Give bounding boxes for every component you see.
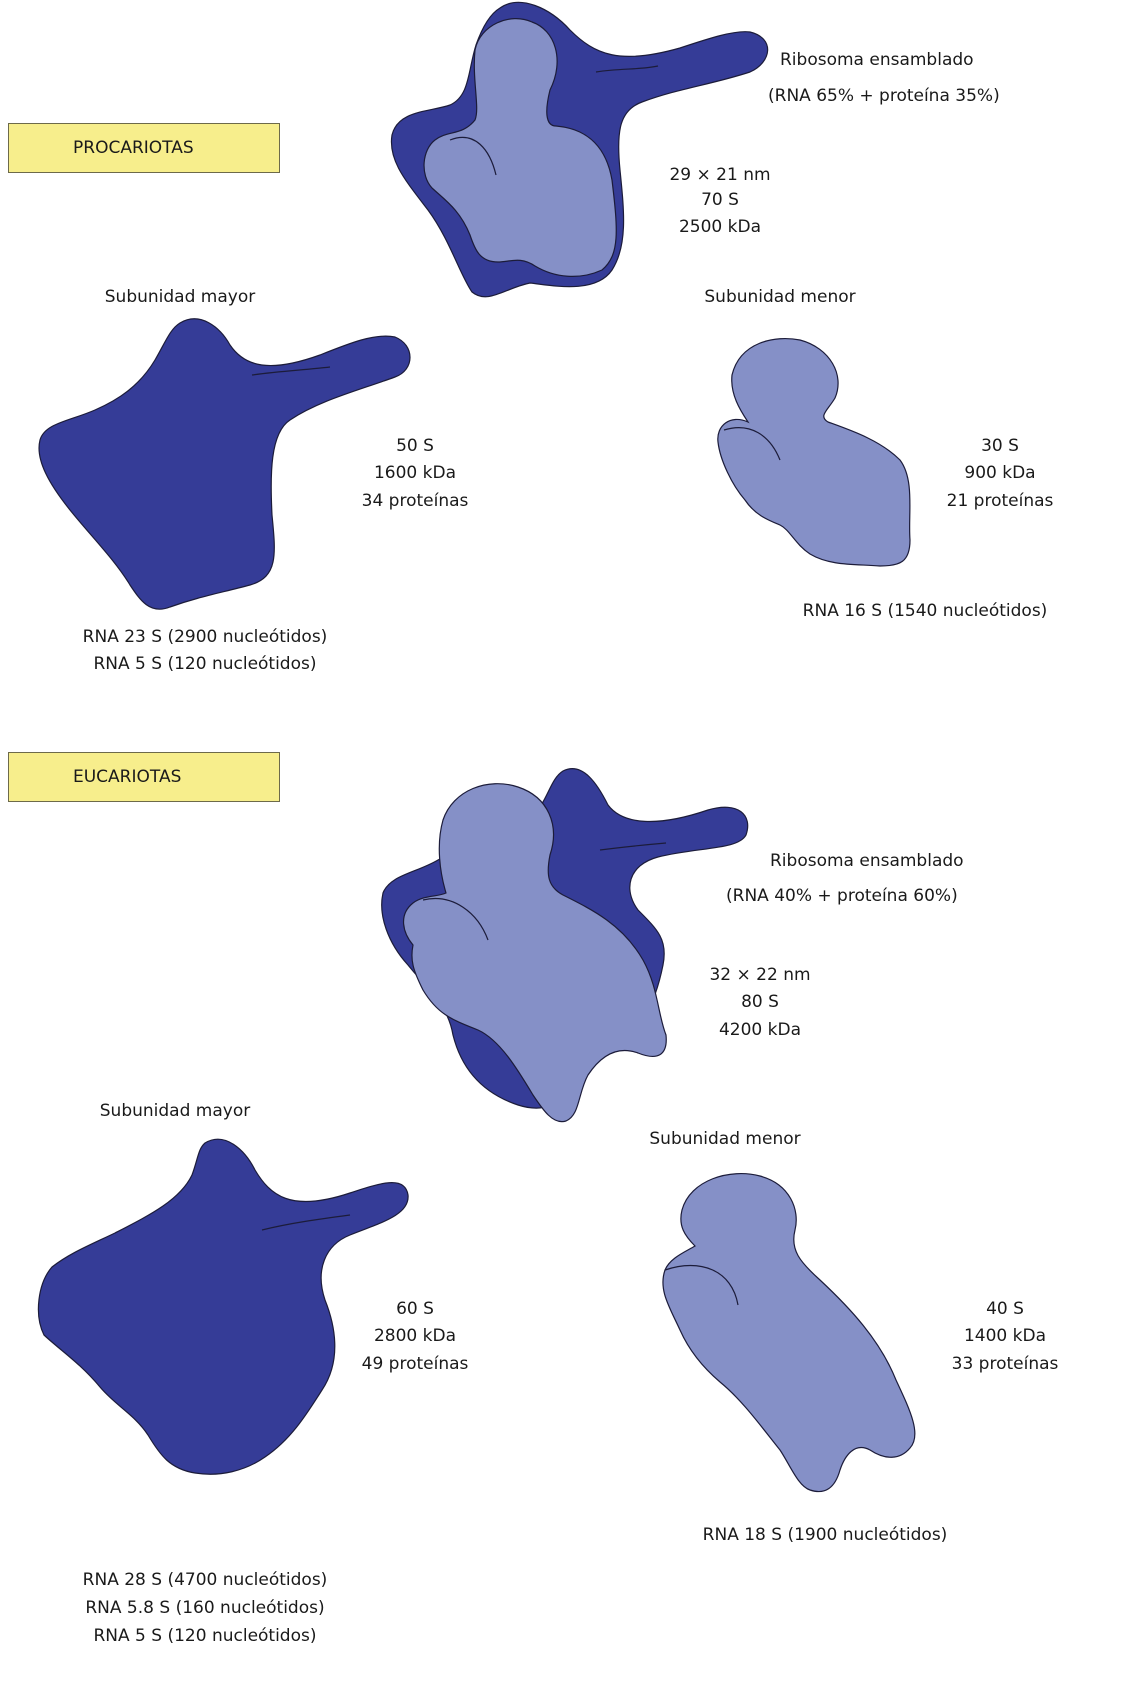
prokaryote-assembled-composition: (RNA 65% + proteína 35%) — [768, 86, 1000, 106]
prokaryote-large-rna-1: RNA 23 S (2900 nucleótidos) — [82, 627, 328, 647]
prokaryote-large-subunit-shape — [38, 318, 411, 610]
prokaryote-assembled-ribosome — [390, 1, 769, 298]
eukaryotes-header: EUCARIOTAS — [8, 752, 280, 802]
prokaryote-large-title: Subunidad mayor — [104, 287, 256, 307]
prokaryote-small-subunit — [717, 337, 911, 567]
eukaryote-small-title: Subunidad menor — [649, 1129, 801, 1149]
eukaryote-small-subunit — [662, 1173, 916, 1493]
eukaryote-small-subunit-shape — [662, 1173, 916, 1493]
eukaryote-large-sedimentation: 60 S — [396, 1299, 434, 1319]
prokaryote-large-subunit — [38, 318, 411, 610]
prokaryote-small-sedimentation: 30 S — [981, 436, 1019, 456]
eukaryote-large-rna-2: RNA 5.8 S (160 nucleótidos) — [85, 1598, 325, 1618]
eukaryote-large-rna-1: RNA 28 S (4700 nucleótidos) — [82, 1570, 328, 1590]
prokaryote-assembled-size: 29 × 21 nm — [669, 165, 771, 185]
prokaryote-small-subunit-shape — [717, 337, 911, 567]
eukaryote-assembled-composition: (RNA 40% + proteína 60%) — [726, 886, 958, 906]
eukaryote-small-proteins: 33 proteínas — [951, 1354, 1059, 1374]
prokaryotes-header: PROCARIOTAS — [8, 123, 280, 173]
prokaryote-small-rna-1: RNA 16 S (1540 nucleótidos) — [802, 601, 1048, 621]
eukaryote-assembled-mass: 4200 kDa — [718, 1020, 802, 1040]
prokaryote-assembled-small-part — [423, 18, 617, 277]
eukaryote-assembled-small-part — [403, 783, 667, 1123]
prokaryote-large-mass: 1600 kDa — [373, 463, 457, 483]
eukaryote-assembled-title: Ribosoma ensamblado — [770, 851, 964, 871]
eukaryote-small-mass: 1400 kDa — [963, 1326, 1047, 1346]
eukaryote-small-rna-1: RNA 18 S (1900 nucleótidos) — [702, 1525, 948, 1545]
prokaryote-large-sedimentation: 50 S — [396, 436, 434, 456]
eukaryote-large-subunit — [37, 1138, 409, 1475]
eukaryote-large-proteins: 49 proteínas — [361, 1354, 469, 1374]
eukaryote-assembled-size: 32 × 22 nm — [709, 965, 811, 985]
eukaryote-large-mass: 2800 kDa — [373, 1326, 457, 1346]
prokaryotes-header-label: PROCARIOTAS — [73, 138, 194, 158]
prokaryote-large-rna-2: RNA 5 S (120 nucleótidos) — [93, 654, 317, 674]
prokaryote-small-proteins: 21 proteínas — [946, 491, 1054, 511]
eukaryote-small-sedimentation: 40 S — [986, 1299, 1024, 1319]
prokaryote-small-title: Subunidad menor — [704, 287, 856, 307]
eukaryotes-header-label: EUCARIOTAS — [73, 767, 182, 787]
eukaryote-large-title: Subunidad mayor — [99, 1101, 251, 1121]
prokaryote-assembled-mass: 2500 kDa — [678, 217, 762, 237]
eukaryote-large-rna-3: RNA 5 S (120 nucleótidos) — [93, 1626, 317, 1646]
prokaryote-small-mass: 900 kDa — [964, 463, 1036, 483]
prokaryote-assembled-title: Ribosoma ensamblado — [780, 50, 974, 70]
prokaryote-assembled-sedimentation: 70 S — [701, 190, 739, 210]
eukaryote-large-subunit-shape — [37, 1138, 409, 1475]
prokaryote-large-proteins: 34 proteínas — [361, 491, 469, 511]
eukaryote-assembled-ribosome — [381, 768, 749, 1123]
eukaryote-assembled-sedimentation: 80 S — [741, 992, 779, 1012]
